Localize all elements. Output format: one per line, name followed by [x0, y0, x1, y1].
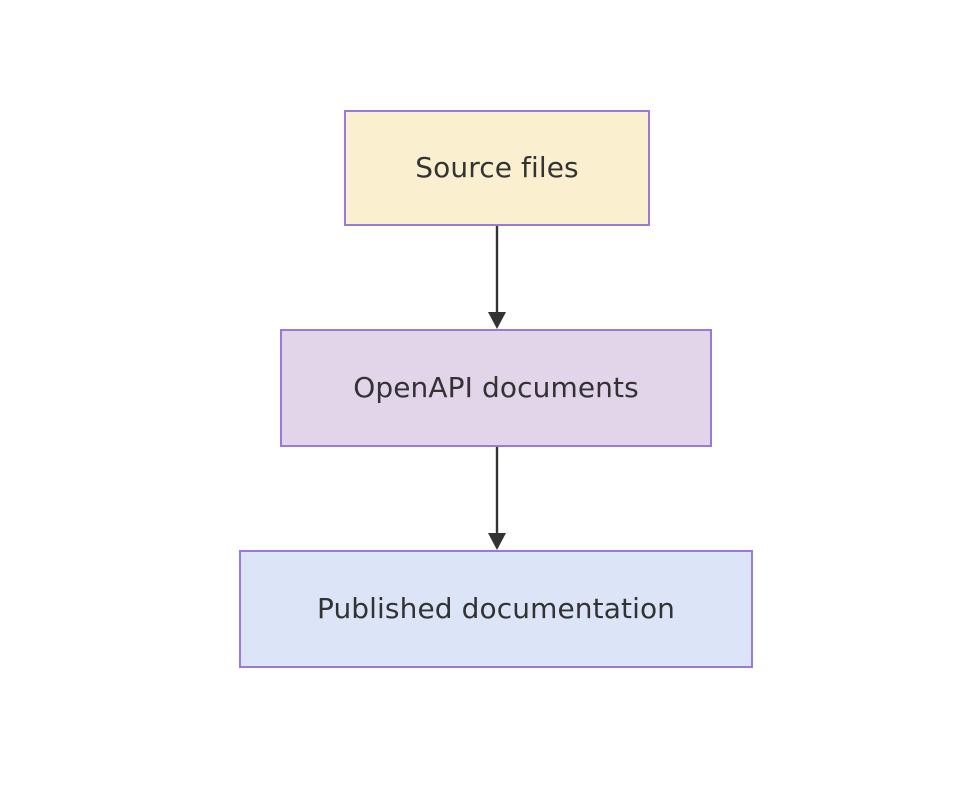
flow-node-label: Source files	[415, 150, 579, 184]
flow-node-published-documentation[interactable]: Published documentation	[239, 550, 753, 668]
edge-openapi-to-published	[488, 447, 506, 550]
arrowhead-icon-source-to-openapi	[488, 312, 506, 329]
edge-source-to-openapi	[488, 226, 506, 329]
arrowhead-icon-openapi-to-published	[488, 533, 506, 550]
flow-node-label: Published documentation	[316, 591, 676, 625]
flow-node-source-files[interactable]: Source files	[344, 110, 650, 226]
flow-node-label: OpenAPI documents	[353, 370, 639, 404]
flow-node-openapi-documents[interactable]: OpenAPI documents	[280, 329, 712, 447]
